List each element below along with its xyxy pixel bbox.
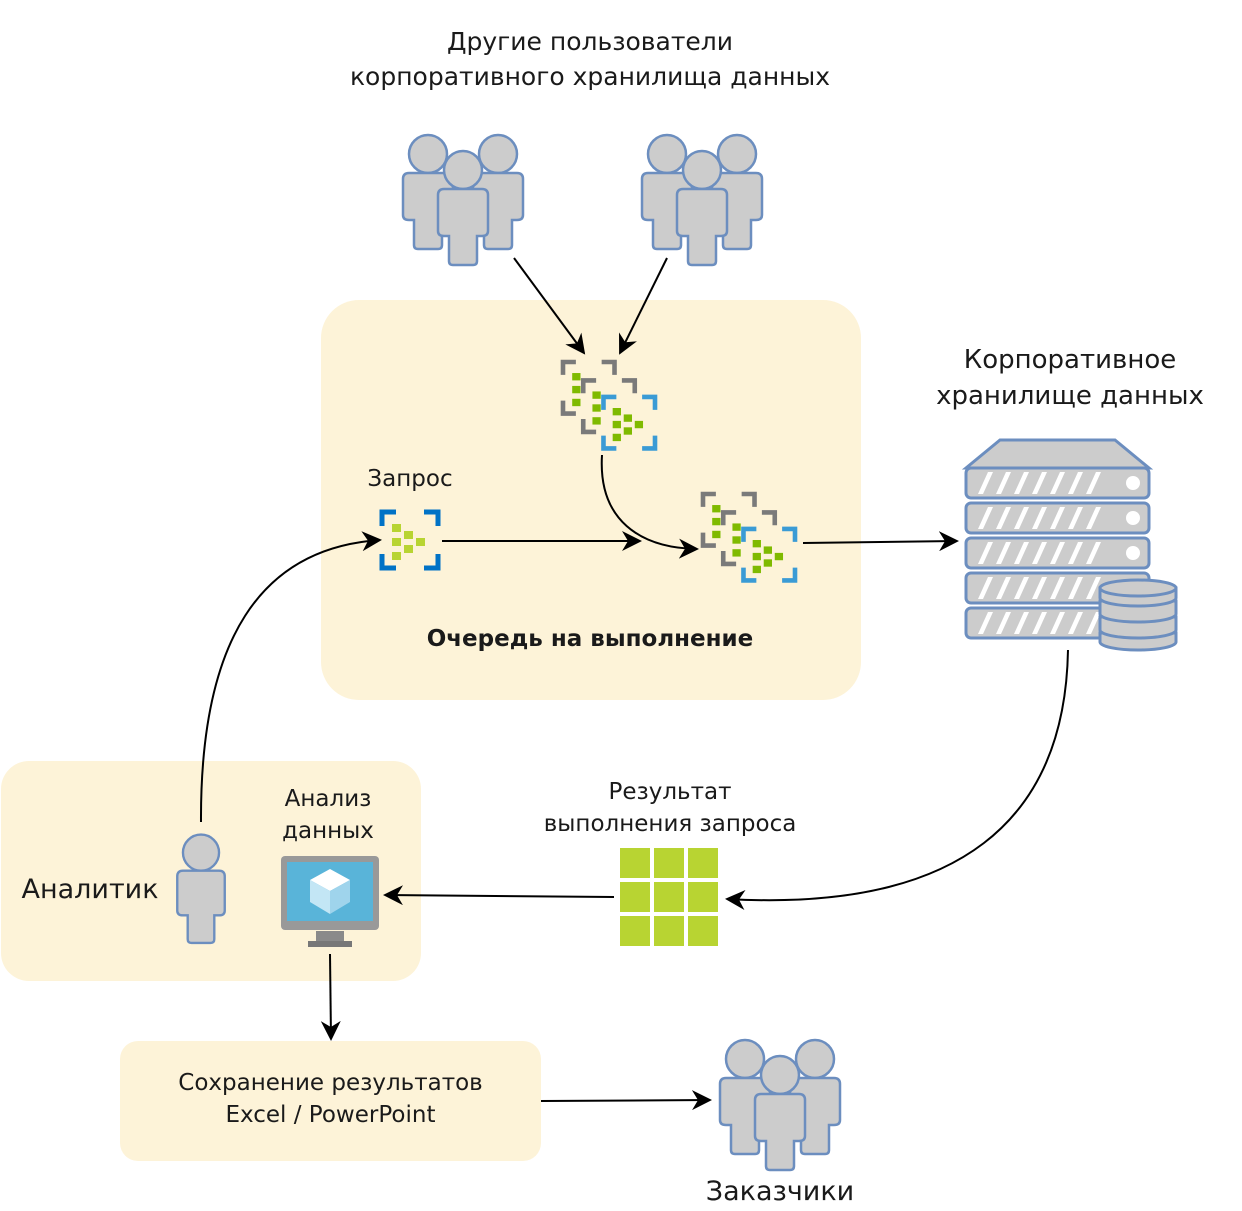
table-grid-icon <box>620 848 718 946</box>
users-group-icon <box>642 135 762 265</box>
stacked-queries-icon <box>563 362 657 450</box>
users-group-icon <box>403 135 523 265</box>
result-label: Результат выполнения запроса <box>543 779 797 838</box>
stacked-queries-icon <box>703 494 797 582</box>
arrow-analysis-to-save <box>320 953 341 1041</box>
monitor-icon <box>281 856 379 947</box>
analysis-label: Анализ данных <box>282 786 374 845</box>
database-server-icon <box>961 438 1178 652</box>
queue-label: Очередь на выполнение <box>426 626 754 652</box>
customers-label: Заказчики <box>705 1176 855 1207</box>
user-icon <box>176 833 226 945</box>
query-label: Запрос <box>367 466 453 492</box>
query-icon <box>382 512 438 568</box>
arrow-analyst-to-query <box>199 531 382 823</box>
arrow-save-to-customers <box>540 1090 712 1111</box>
save-panel <box>120 1041 541 1161</box>
arrow-users-to-queue <box>619 257 668 355</box>
users-group-icon <box>720 1040 840 1170</box>
analyst-label: Аналитик <box>21 874 159 905</box>
save-label: Сохранение результатов Excel / PowerPoin… <box>178 1070 483 1129</box>
arrow-queue-to-warehouse <box>802 531 959 552</box>
arrow-warehouse-to-result <box>725 649 1069 910</box>
queue-panel <box>321 300 861 700</box>
arrow-users-to-queue <box>513 257 586 355</box>
warehouse-label: Корпоративное хранилище данных <box>936 345 1204 412</box>
arrow-result-to-analysis <box>383 885 615 906</box>
arrow-queue-advance <box>600 454 699 559</box>
other-users-label: Другие пользователи корпоративного храни… <box>349 27 831 91</box>
